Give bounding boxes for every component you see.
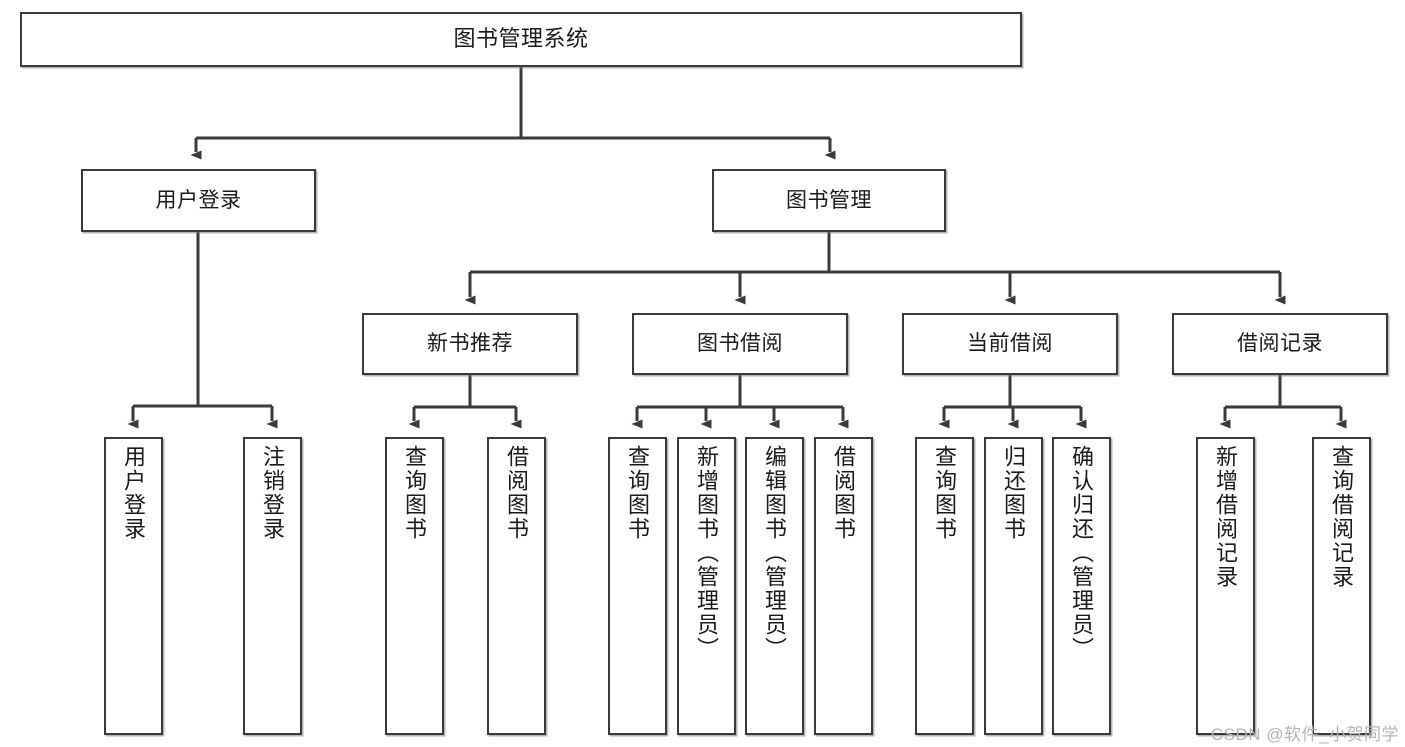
node-book-manage-label: 图书管理 — [786, 188, 872, 212]
node-user-login-label: 用户登录 — [155, 188, 242, 212]
watermark: CSDN @软件_小贺同学 — [1210, 725, 1399, 744]
node-leaf-borrow-book-1-label: 借阅图书 — [504, 445, 530, 541]
node-leaf-user-logout-label: 注销登录 — [260, 445, 286, 541]
node-root-label: 图书管理系统 — [453, 26, 589, 52]
node-leaf-query-book-1[interactable]: 查询图书 — [385, 437, 444, 735]
node-leaf-add-record-label: 新增借阅记录 — [1213, 445, 1239, 589]
node-leaf-user-login-label: 用户登录 — [121, 445, 147, 541]
node-new-book-recommend[interactable]: 新书推荐 — [362, 313, 578, 375]
node-root[interactable]: 图书管理系统 — [20, 12, 1022, 67]
node-leaf-query-book-2-label: 查询图书 — [625, 445, 651, 541]
node-leaf-borrow-book-1[interactable]: 借阅图书 — [487, 437, 546, 735]
node-leaf-edit-book[interactable]: 编辑图书（管理员） — [745, 437, 804, 735]
node-leaf-add-record[interactable]: 新增借阅记录 — [1196, 437, 1255, 735]
node-book-borrow-label: 图书借阅 — [697, 332, 783, 356]
node-leaf-query-book-1-label: 查询图书 — [402, 445, 428, 541]
node-book-manage[interactable]: 图书管理 — [712, 169, 946, 232]
node-leaf-user-login[interactable]: 用户登录 — [104, 437, 163, 735]
node-leaf-add-book[interactable]: 新增图书（管理员） — [677, 437, 736, 735]
node-book-borrow[interactable]: 图书借阅 — [632, 313, 848, 375]
node-leaf-confirm-return[interactable]: 确认归还（管理员） — [1052, 437, 1111, 735]
node-current-borrow[interactable]: 当前借阅 — [902, 313, 1118, 375]
node-leaf-query-book-3-label: 查询图书 — [932, 445, 958, 541]
node-leaf-borrow-book-2-label: 借阅图书 — [831, 445, 857, 541]
node-user-login[interactable]: 用户登录 — [81, 169, 316, 232]
node-borrow-record[interactable]: 借阅记录 — [1172, 313, 1388, 375]
node-leaf-edit-book-label: 编辑图书（管理员） — [762, 445, 788, 661]
node-leaf-borrow-book-2[interactable]: 借阅图书 — [814, 437, 873, 735]
node-leaf-query-record-label: 查询借阅记录 — [1329, 445, 1355, 589]
node-leaf-query-book-2[interactable]: 查询图书 — [608, 437, 667, 735]
node-new-book-recommend-label: 新书推荐 — [427, 332, 513, 356]
node-leaf-return-book[interactable]: 归还图书 — [984, 437, 1043, 735]
node-leaf-query-record[interactable]: 查询借阅记录 — [1312, 437, 1371, 735]
node-borrow-record-label: 借阅记录 — [1237, 332, 1323, 356]
node-leaf-user-logout[interactable]: 注销登录 — [243, 437, 302, 735]
node-leaf-query-book-3[interactable]: 查询图书 — [915, 437, 974, 735]
node-leaf-return-book-label: 归还图书 — [1001, 445, 1027, 541]
node-current-borrow-label: 当前借阅 — [967, 332, 1053, 356]
node-leaf-confirm-return-label: 确认归还（管理员） — [1069, 445, 1095, 661]
node-leaf-add-book-label: 新增图书（管理员） — [694, 445, 720, 661]
